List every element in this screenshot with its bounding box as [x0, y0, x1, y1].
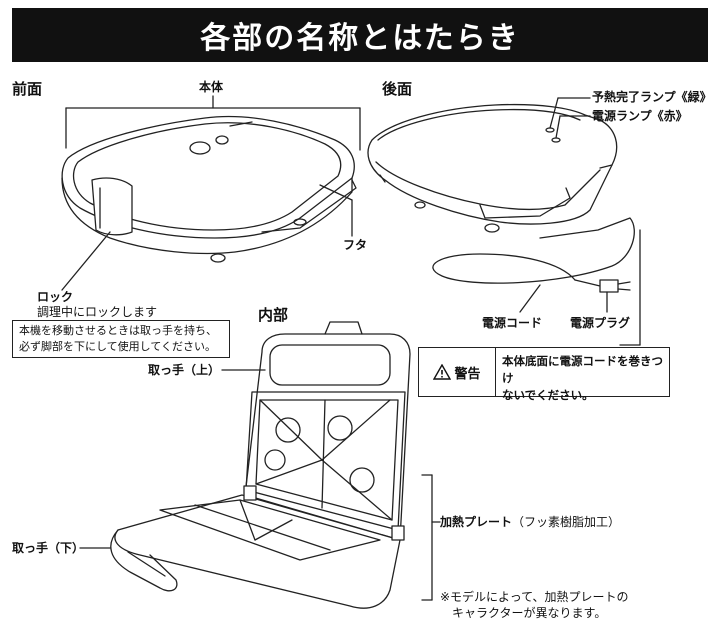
page-title: 各部の名称とはたらき — [200, 21, 520, 56]
lock-note: 調理中にロックします — [37, 305, 158, 319]
warning-text-line2: ないでください。 — [502, 388, 594, 402]
move-note-box: 本機を移動させるときは取っ手を持ち、 必ず脚部を下にして使用してください。 — [12, 320, 230, 358]
handle-bottom-label: 取っ手（下） — [12, 541, 85, 555]
lock-label: ロック — [37, 290, 74, 304]
plate-label: 加熱プレート — [440, 515, 513, 529]
footnote-line1: ※モデルによって、加熱プレートの — [440, 590, 629, 604]
warning-heading: 警告 — [454, 366, 481, 382]
front-heading: 前面 — [12, 80, 43, 98]
plate-label-group: 加熱プレート（フッ素樹脂加工） — [440, 515, 620, 529]
warning-text: 本体底面に電源コードを巻きつけ ないでください。 — [496, 348, 669, 402]
inside-view-illustration — [79, 321, 441, 609]
handle-top-label: 取っ手（上） — [148, 363, 221, 377]
warning-head: 警告 — [419, 348, 496, 396]
front-view-illustration — [61, 95, 361, 291]
power-lamp-label: 電源ランプ《赤》 — [592, 109, 688, 123]
warning-box: 警告 本体底面に電源コードを巻きつけ ないでください。 — [418, 347, 670, 402]
inside-heading: 内部 — [258, 306, 289, 324]
move-note-line2: 必ず脚部を下にして使用してください。 — [19, 340, 217, 353]
lid-label: フタ — [343, 238, 368, 252]
power-plug-label: 電源プラグ — [570, 316, 631, 330]
body-label: 本体 — [199, 80, 224, 94]
power-cord-label: 電源コード — [482, 316, 543, 330]
preheat-lamp-label: 予熱完了ランプ《緑》 — [592, 90, 712, 104]
warning-triangle-icon — [433, 364, 452, 380]
warning-text-line1: 本体底面に電源コードを巻きつけ — [502, 354, 663, 385]
title-banner: 各部の名称とはたらき — [12, 8, 708, 62]
move-note-line1: 本機を移動させるときは取っ手を持ち、 — [19, 324, 217, 337]
footnote-line2: キャラクターが異なります。 — [452, 606, 607, 620]
back-view-illustration — [367, 97, 641, 346]
plate-note: （フッ素樹脂加工） — [512, 515, 621, 529]
back-heading: 後面 — [382, 80, 413, 98]
